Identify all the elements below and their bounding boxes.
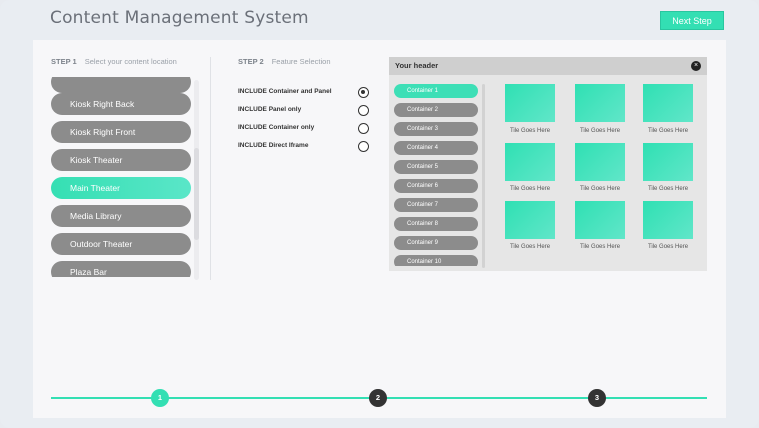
container-item[interactable]: Container 3 [394,122,478,136]
container-scrollbar[interactable] [482,84,485,268]
container-item[interactable]: Container 4 [394,141,478,155]
tile-caption: Tile Goes Here [647,128,689,134]
container-item[interactable]: Container 9 [394,236,478,250]
location-item[interactable]: Kiosk Theater [51,149,191,171]
tile [505,201,555,239]
feature-radio[interactable] [358,123,369,134]
location-item[interactable]: Plaza Bar [51,261,191,277]
page-title: Content Management System [50,8,309,28]
next-step-button[interactable]: Next Step [660,11,724,30]
tile-caption: Tile Goes Here [579,128,621,134]
step1-header: STEP 1 Select your content location [51,57,177,66]
tile [575,201,625,239]
tile [643,84,693,122]
tile-caption: Tile Goes Here [579,244,621,250]
step2-number: STEP 2 [238,57,264,66]
container-item[interactable]: Container 10 [394,255,478,266]
container-item[interactable]: Container 2 [394,103,478,117]
tile-caption: Tile Goes Here [509,128,551,134]
tile-caption: Tile Goes Here [647,244,689,250]
tile-caption: Tile Goes Here [647,186,689,192]
step2-description: Feature Selection [271,57,331,66]
tile-caption: Tile Goes Here [579,186,621,192]
container-item-selected[interactable]: Container 1 [394,84,478,98]
tile-caption: Tile Goes Here [509,244,551,250]
location-item[interactable] [51,77,191,93]
tile [505,143,555,181]
tile [575,143,625,181]
location-list: Kiosk Right Back Kiosk Right Front Kiosk… [51,77,191,277]
step2-header: STEP 2 Feature Selection [238,57,331,66]
container-item[interactable]: Container 5 [394,160,478,174]
feature-radio[interactable] [358,141,369,152]
container-item[interactable]: Container 7 [394,198,478,212]
preview-header: Your header [389,57,707,75]
feature-label: INCLUDE Direct Iframe [238,142,309,149]
close-icon[interactable]: × [691,61,701,71]
step1-description: Select your content location [84,57,177,66]
location-item[interactable]: Media Library [51,205,191,227]
location-item[interactable]: Kiosk Right Front [51,121,191,143]
progress-step-1[interactable]: 1 [151,389,169,407]
tile-caption: Tile Goes Here [509,186,551,192]
feature-label: INCLUDE Panel only [238,106,302,113]
tile [505,84,555,122]
container-list: Container 1 Container 2 Container 3 Cont… [394,82,478,266]
location-item[interactable]: Kiosk Right Back [51,93,191,115]
feature-label: INCLUDE Container and Panel [238,88,332,95]
column-divider [210,57,211,280]
location-item-selected[interactable]: Main Theater [51,177,191,199]
tile [575,84,625,122]
tile [643,201,693,239]
preview-panel: Your header × Container 1 Container 2 Co… [389,57,707,271]
location-scrollbar-thumb[interactable] [194,148,199,240]
feature-radio-selected[interactable] [358,87,369,98]
container-item[interactable]: Container 6 [394,179,478,193]
step1-number: STEP 1 [51,57,77,66]
progress-step-3[interactable]: 3 [588,389,606,407]
container-item[interactable]: Container 8 [394,217,478,231]
tile [643,143,693,181]
progress-step-2[interactable]: 2 [369,389,387,407]
feature-label: INCLUDE Container only [238,124,315,131]
location-item[interactable]: Outdoor Theater [51,233,191,255]
feature-radio[interactable] [358,105,369,116]
